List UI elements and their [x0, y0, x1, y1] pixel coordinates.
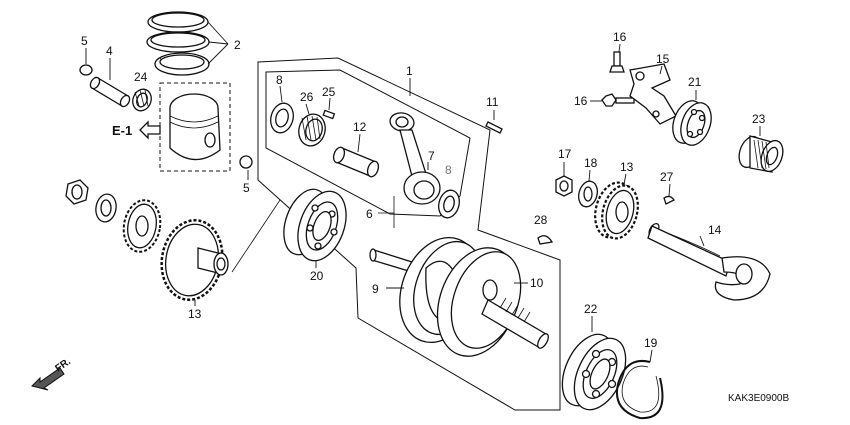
balancer-bracket — [629, 63, 677, 125]
nut-17 — [555, 175, 573, 197]
callout-18: 18 — [584, 156, 598, 170]
callout-7: 7 — [428, 149, 435, 163]
thrust-washer-left — [270, 102, 294, 134]
piston-pin — [89, 76, 131, 108]
bearing-left — [283, 188, 347, 262]
needle-bearing-23 — [738, 135, 784, 173]
pin-clip-top — [79, 64, 93, 76]
callout-9: 9 — [372, 282, 379, 296]
callout-5-top: 5 — [81, 34, 88, 48]
callout-4: 4 — [106, 44, 113, 58]
callout-23: 23 — [752, 112, 766, 126]
callout-13-right: 13 — [620, 160, 634, 174]
balancer-bearing — [672, 100, 712, 146]
callout-5-bottom: 5 — [243, 181, 250, 195]
callout-8-left: 8 — [276, 73, 283, 87]
primary-gear-left — [160, 219, 229, 301]
piston-box — [159, 82, 231, 172]
primary-gear-right — [594, 181, 639, 240]
leader-13-20 — [231, 199, 281, 273]
callout-13-left: 13 — [188, 307, 202, 321]
key-upper — [485, 121, 503, 134]
callout-16-upper: 16 — [613, 30, 627, 44]
piston-rings — [146, 11, 210, 76]
bearing-right — [561, 333, 627, 411]
nut-left — [65, 179, 89, 205]
callout-24: 24 — [134, 70, 148, 84]
washer-left — [95, 193, 117, 223]
conrod — [389, 112, 441, 205]
callout-22: 22 — [584, 302, 598, 316]
balancer-shaft — [647, 222, 771, 301]
balancer-key — [663, 195, 675, 205]
callout-17: 17 — [558, 147, 572, 161]
pin-clip-bottom — [239, 155, 253, 169]
callout-2: 2 — [234, 38, 241, 52]
callout-26: 26 — [300, 90, 314, 104]
callout-11: 11 — [486, 95, 499, 109]
woodruff-key — [537, 235, 554, 245]
snap-ring — [616, 360, 664, 420]
callout-15: 15 — [656, 52, 670, 66]
callout-12: 12 — [353, 120, 367, 134]
callout-25: 25 — [322, 85, 336, 99]
needle-bearing-conrod — [298, 113, 326, 147]
piston — [169, 93, 221, 161]
thrust-washer-right — [438, 189, 460, 219]
bolt-upper — [609, 51, 625, 73]
callout-6: 6 — [366, 207, 373, 221]
callout-10: 10 — [530, 276, 544, 290]
callout-19: 19 — [644, 336, 658, 350]
callout-1: 1 — [406, 64, 413, 78]
front-direction-arrow — [31, 367, 65, 391]
gear-small-left — [122, 199, 162, 253]
callout-21: 21 — [688, 75, 702, 89]
crank-pin-pin — [322, 109, 336, 120]
callout-20: 20 — [310, 269, 324, 283]
crank-right — [436, 247, 549, 357]
callout-8-right: 8 — [445, 163, 452, 177]
diagram-code: KAK3E0900B — [728, 393, 789, 404]
callout-14: 14 — [708, 223, 722, 237]
bracket-6 — [378, 196, 395, 228]
e1-label: E-1 — [112, 123, 132, 138]
washer-18 — [578, 180, 598, 208]
callout-28: 28 — [534, 213, 548, 227]
callout-27: 27 — [660, 170, 674, 184]
bolt-lower — [601, 93, 635, 107]
callout-16-lower: 16 — [574, 94, 588, 108]
crank-pin — [332, 146, 380, 178]
needle-bearing-small — [132, 88, 152, 112]
e1-reference-arrow — [139, 120, 161, 140]
